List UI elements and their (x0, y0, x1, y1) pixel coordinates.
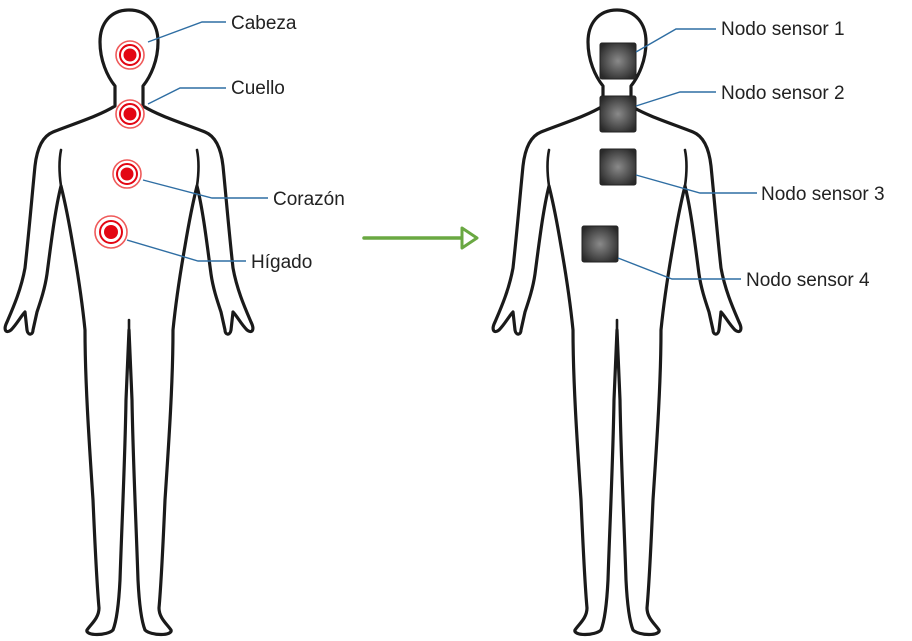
label-sensor-1: Nodo sensor 1 (721, 19, 845, 40)
sensor-node-4 (582, 226, 618, 262)
cabeza-target-icon (116, 41, 144, 69)
label-higado: Hígado (251, 252, 312, 273)
label-cuello: Cuello (231, 78, 285, 99)
corazon-target-icon (113, 160, 141, 188)
left-labels: Cabeza Cuello Corazón Hígado (231, 13, 345, 273)
higado-target-icon (95, 216, 127, 248)
arrow-right-icon (364, 228, 477, 248)
right-labels: Nodo sensor 1 Nodo sensor 2 Nodo sensor … (721, 19, 885, 291)
label-sensor-4: Nodo sensor 4 (746, 270, 870, 291)
sensor-2-leader (636, 92, 716, 106)
cuello-leader (148, 88, 226, 104)
cuello-target-icon (116, 100, 144, 128)
cabeza-leader (148, 22, 226, 42)
label-corazon: Corazón (273, 189, 345, 210)
sensor-node-1 (600, 43, 636, 79)
sensor-1-leader (636, 29, 716, 52)
label-sensor-2: Nodo sensor 2 (721, 83, 845, 104)
sensor-node-3 (600, 149, 636, 185)
label-sensor-3: Nodo sensor 3 (761, 184, 885, 205)
sensor-node-2 (600, 96, 636, 132)
label-cabeza: Cabeza (231, 13, 297, 34)
